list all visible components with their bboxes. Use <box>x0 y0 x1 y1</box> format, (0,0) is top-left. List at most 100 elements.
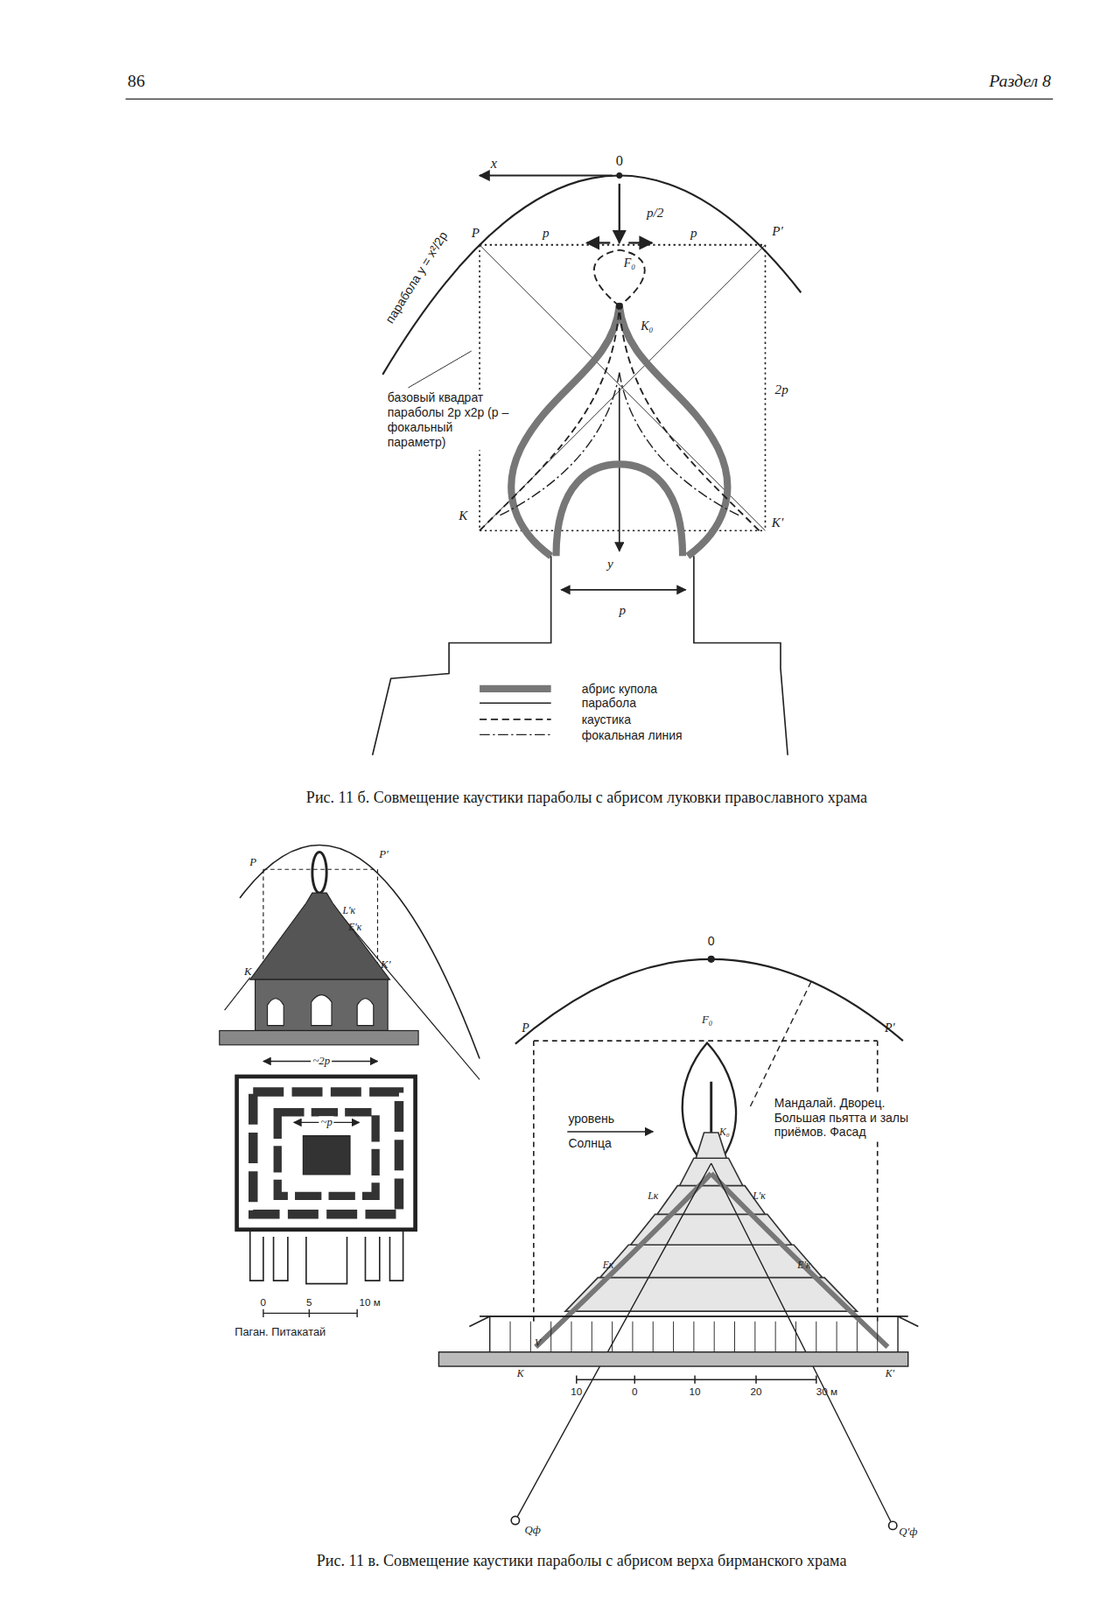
page-header <box>126 98 1054 100</box>
figure-label: p <box>690 224 698 241</box>
figure-label: K' <box>380 958 391 972</box>
onion-dome-figure-part <box>586 241 610 244</box>
pagan-temple-figure-part <box>250 892 391 980</box>
figure-label: K <box>517 1367 525 1381</box>
figure-label: K' <box>771 514 784 531</box>
mandalay-palace-figure-part <box>567 1130 653 1133</box>
mandalay-palace-figure-part <box>707 955 715 962</box>
pagan-temple-figure-part <box>250 1229 404 1284</box>
onion-dome-figure-part <box>499 372 739 516</box>
figure-label: E'к <box>348 921 362 934</box>
pagan-temple-figure-part <box>239 844 480 1058</box>
mandalay-palace-figure-part <box>565 1132 857 1311</box>
onion-dome-figure-part <box>511 306 728 557</box>
onion-dome-figure-part <box>479 245 765 531</box>
onion-dome-figure-part <box>616 302 623 309</box>
figure-label: уровень Солнца <box>567 1107 631 1157</box>
figure-label: p/2 <box>646 203 664 220</box>
onion-dome-figure-part <box>594 250 645 307</box>
mandalay-palace-figure-part <box>709 1081 713 1133</box>
legend-samples-part <box>479 718 552 721</box>
figure-label: 2p <box>775 381 789 398</box>
pagan-temple-figure <box>219 844 480 1318</box>
mandalay-palace-figure <box>438 955 918 1529</box>
figure-label: Qф <box>524 1523 540 1537</box>
figure-label: P <box>471 224 480 241</box>
figure-label: 20 <box>750 1385 763 1398</box>
figure-label: ~2p <box>310 1054 332 1068</box>
onion-dome-figure <box>372 173 802 756</box>
pagan-temple-figure-part <box>255 979 389 1030</box>
figure-label: F₀ <box>701 1013 713 1027</box>
figure-label: K <box>458 507 468 524</box>
figure-label: F₀ <box>623 255 636 271</box>
mandalay-palace-figure-part <box>438 1352 908 1367</box>
figure-label: x <box>490 154 498 173</box>
onion-dome-figure-part <box>382 175 801 375</box>
pagan-temple-figure-part <box>224 897 480 1080</box>
figure-label: 5 <box>306 1296 312 1309</box>
pagan-temple-figure-part <box>312 851 327 893</box>
figure-label: Q'ф <box>898 1526 918 1540</box>
pagan-temple-figure-part <box>263 1309 358 1318</box>
figure-label: 0 <box>260 1296 267 1309</box>
legend-text: фокальная линия <box>581 727 683 743</box>
figure-label: Рис. 11 в. Совмещение каустики параболы … <box>316 1551 848 1571</box>
legend-samples-part <box>479 702 552 704</box>
figure-label: P' <box>771 222 784 239</box>
figure-label: Мандалай. Дворец. Большая пьятта и залы … <box>772 1095 930 1140</box>
pagan-temple-figure-part <box>219 1029 419 1044</box>
pagan-temple-figure-part <box>267 994 374 1026</box>
onion-dome-figure-part <box>407 350 471 388</box>
mandalay-palace-figure-part <box>535 1173 888 1347</box>
onion-dome-figure-part <box>616 173 623 179</box>
mandalay-palace-figure-part <box>515 959 904 1044</box>
mandalay-palace-figure-part <box>576 1375 817 1384</box>
legend-text: каустика <box>581 712 631 728</box>
pagan-temple-figure-part <box>277 1112 376 1197</box>
figure-label: E'к <box>797 1259 811 1272</box>
pagan-temple-figure-part <box>252 1091 400 1214</box>
figure-label: L'к <box>343 904 356 918</box>
figure-label: P <box>249 856 257 870</box>
figure-label: 0 <box>631 1385 638 1398</box>
figure-label: 0 <box>616 152 624 170</box>
onion-dome-figure-part <box>372 555 788 755</box>
figure-label: y <box>607 555 614 572</box>
figure-label: Раздел 8 <box>988 70 1051 92</box>
onion-dome-figure-part <box>555 463 683 556</box>
mandalay-palace-figure-part <box>889 1520 897 1529</box>
figure-label: Lк <box>647 1190 659 1203</box>
figure-label: p <box>542 224 550 241</box>
onion-dome-figure-part <box>479 245 765 531</box>
figure-label: Рис. 11 б. Совмещение каустики параболы … <box>306 788 868 808</box>
figure-label: базовый квадрат параболы 2p x2p (p – фок… <box>385 391 512 450</box>
figure-label: p <box>618 602 626 618</box>
onion-dome-figure-part <box>618 387 621 552</box>
figure-label: P <box>521 1021 530 1037</box>
mandalay-palace-figure-part <box>490 1316 898 1353</box>
pagan-temple-figure-part <box>302 1135 351 1175</box>
figure-label: 10 <box>689 1385 701 1398</box>
legend-samples <box>479 688 552 735</box>
figure-label: L'к <box>752 1190 765 1203</box>
figure-label: K <box>244 966 253 980</box>
figure-label: 10 м <box>358 1296 380 1309</box>
onion-dome-figure-part <box>560 588 686 591</box>
figure-label: 30 м <box>816 1385 838 1398</box>
figure-label: 0 <box>707 933 715 949</box>
mandalay-palace-figure-part <box>749 981 812 1108</box>
legend-samples-part <box>479 685 552 693</box>
figure-label: K' <box>885 1367 895 1381</box>
mandalay-palace-figure-part <box>515 1163 893 1526</box>
figure-label: Eк <box>602 1259 615 1272</box>
mandalay-palace-figure-part <box>510 1321 878 1353</box>
mandalay-palace-figure-part <box>511 1515 519 1524</box>
legend-text: абрис купола <box>581 681 659 697</box>
figure-label: P' <box>884 1021 896 1037</box>
figure-label: Паган. Питакатай <box>234 1324 326 1339</box>
onion-dome-figure-part <box>479 175 613 177</box>
onion-dome-figure-part <box>618 183 621 244</box>
figure-label: парабола y = x²/2p <box>382 229 451 327</box>
legend-text: парабола <box>581 695 637 711</box>
